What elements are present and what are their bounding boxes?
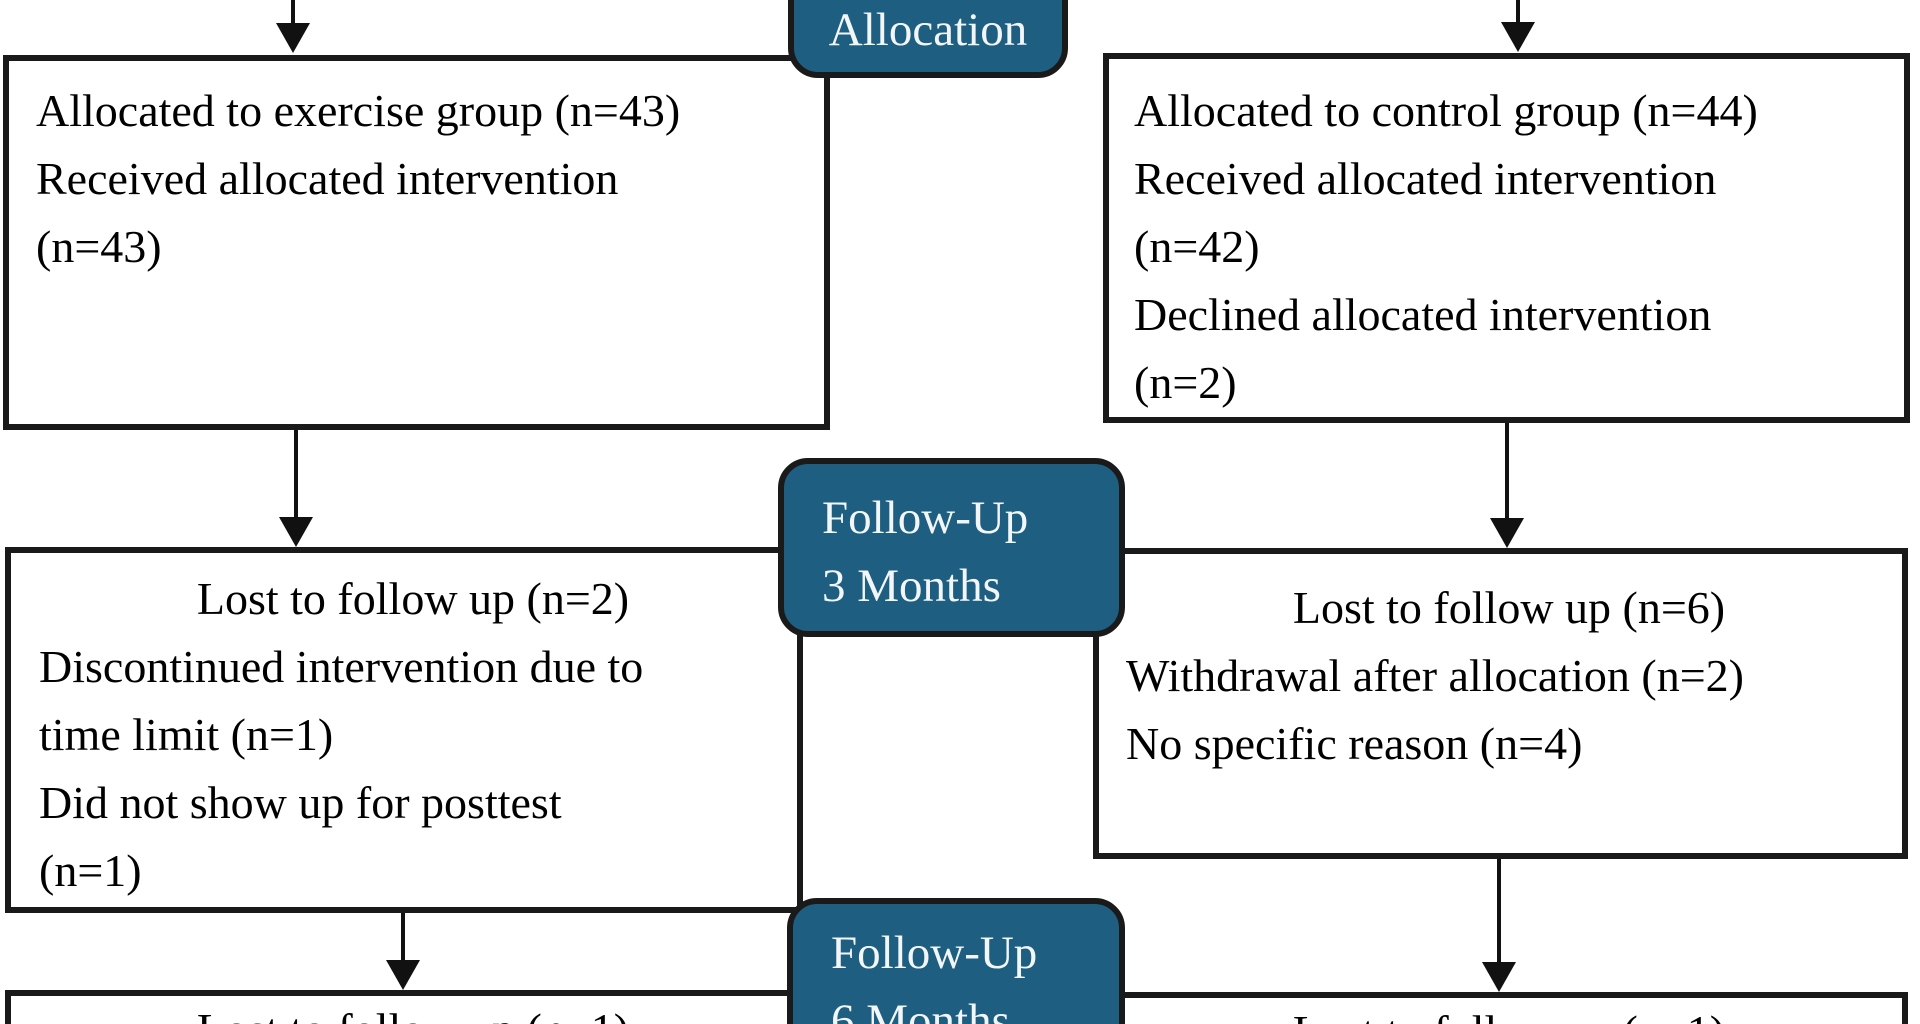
allocation-stage-header: Allocation: [788, 0, 1068, 78]
box-text-line: No specific reason (n=4): [1126, 718, 1583, 769]
arrow-down-icon: [386, 913, 420, 990]
exercise-followup-3m-box: Lost to follow up (n=2) Discontinued int…: [5, 547, 803, 913]
arrow-down-icon: [279, 430, 313, 547]
arrow-down-icon: [276, 0, 310, 53]
box-text-line: Lost to follow up (n=1): [1126, 998, 1892, 1024]
box-text-line: Lost to follow up (n=1): [39, 996, 787, 1024]
box-text-line: (n=2): [1134, 357, 1237, 408]
box-text-line: Received allocated intervention: [1134, 153, 1717, 204]
box-text-line: (n=42): [1134, 221, 1260, 272]
box-text-line: Declined allocated intervention: [1134, 289, 1712, 340]
box-text-line: (n=1): [39, 845, 142, 896]
box-text-line: Lost to follow up (n=6): [1292, 582, 1726, 633]
box-text-line: Did not show up for posttest: [39, 777, 562, 828]
arrow-down-icon: [1501, 0, 1535, 52]
arrow-down-icon: [1490, 423, 1524, 548]
box-text-line: Allocated to control group (n=44): [1134, 85, 1758, 136]
control-followup-6m-box: Lost to follow up (n=1): [1093, 992, 1908, 1024]
stage-label: Allocation: [828, 4, 1028, 56]
box-text-line: Allocated to exercise group (n=43): [36, 85, 681, 136]
box-text-line: time limit (n=1): [39, 709, 334, 760]
control-followup-3m-box: Lost to follow up (n=6) Withdrawal after…: [1093, 548, 1908, 859]
followup-3-months-stage-header: Follow-Up 3 Months: [778, 458, 1125, 637]
box-text-line: Withdrawal after allocation (n=2): [1126, 650, 1744, 701]
exercise-followup-6m-box: Lost to follow up (n=1): [5, 990, 803, 1024]
arrow-down-icon: [1482, 859, 1516, 992]
followup-6-months-stage-header: Follow-Up 6 Months: [787, 898, 1125, 1024]
stage-label: 6 Months: [831, 995, 1010, 1024]
stage-label: Follow-Up: [822, 492, 1029, 544]
stage-label: 3 Months: [822, 560, 1001, 612]
box-text-line: (n=43): [36, 221, 162, 272]
box-text-line: Discontinued intervention due to: [39, 641, 644, 692]
box-text-line: Received allocated intervention: [36, 153, 619, 204]
exercise-allocation-box: Allocated to exercise group (n=43) Recei…: [3, 55, 830, 430]
control-allocation-box: Allocated to control group (n=44) Receiv…: [1103, 53, 1910, 423]
stage-label: Follow-Up: [831, 927, 1038, 979]
box-text-line: Lost to follow up (n=2): [196, 573, 630, 624]
